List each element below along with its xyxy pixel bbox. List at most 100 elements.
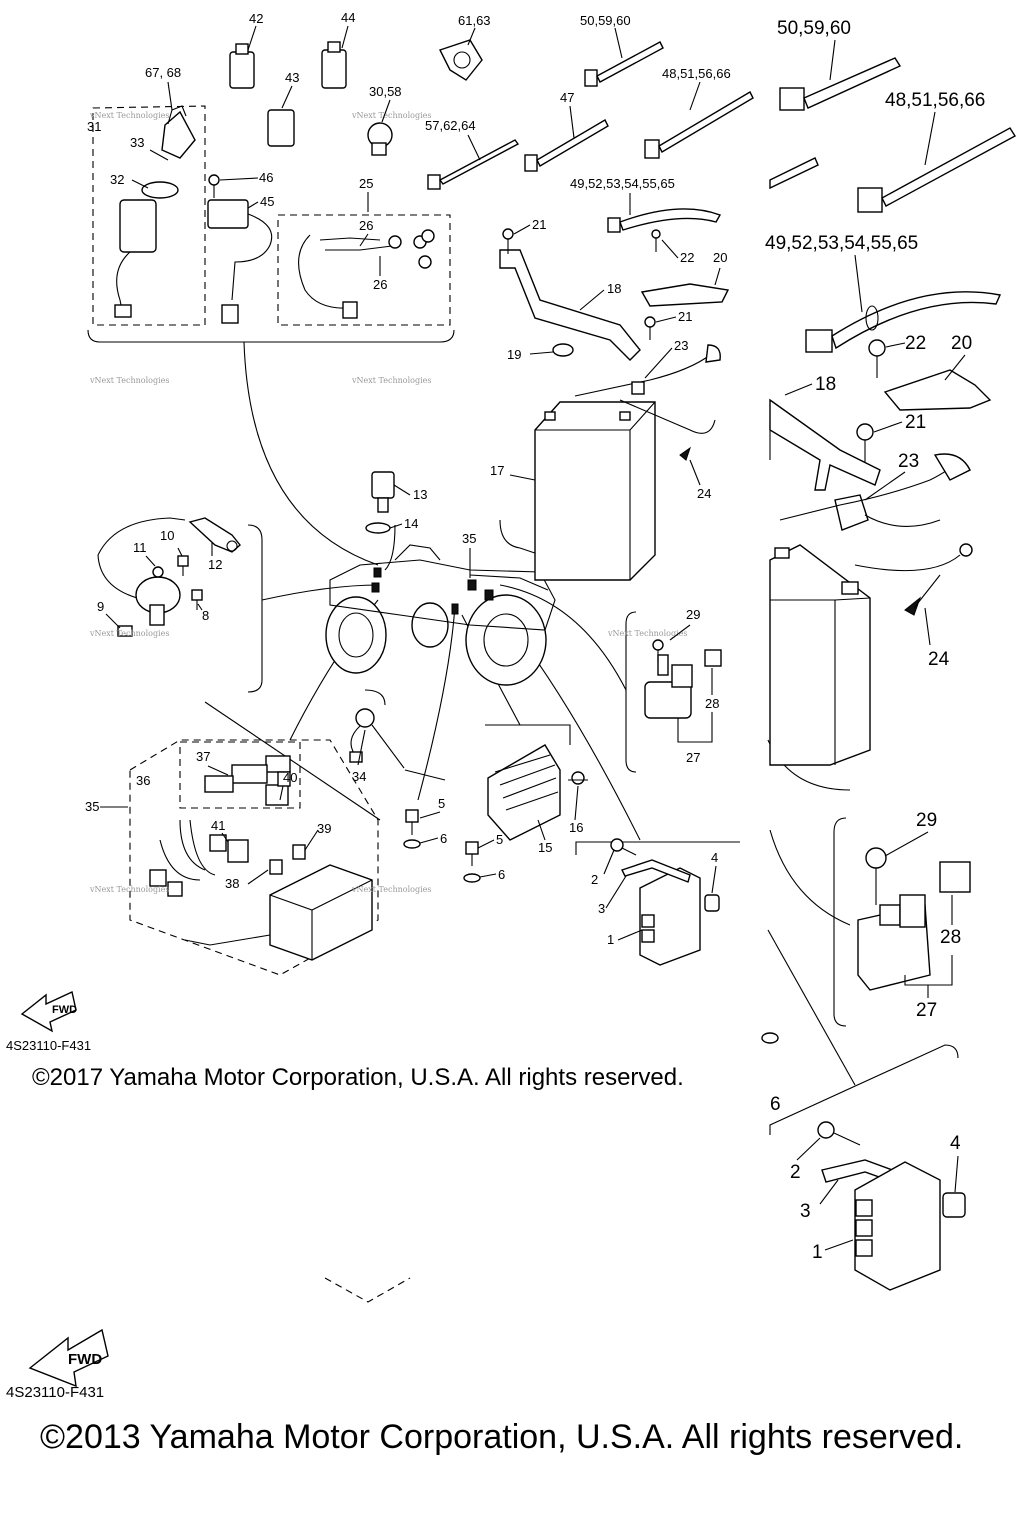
- bolt-16-icon: [568, 771, 588, 785]
- atv-silhouette: [325, 544, 556, 686]
- part-label: 57,62,64: [425, 118, 476, 133]
- part-label: 37: [196, 749, 210, 764]
- part-label: 27: [916, 1000, 937, 1021]
- part-label: 44: [341, 10, 355, 25]
- cdi-unit-1-icon: [639, 867, 701, 966]
- part-label: 16: [569, 820, 583, 835]
- part-label: 1: [812, 1242, 823, 1263]
- enlarged-leader-cdi: [767, 929, 856, 1086]
- bracket-upper-left: [87, 329, 455, 343]
- battery-bracket-18-large-icon: [769, 398, 881, 491]
- part-label: 48,51,56,66: [885, 90, 985, 111]
- cable-tie-47-small-icon: [524, 119, 609, 172]
- coupler-44-icon: [321, 41, 347, 89]
- leader-switch-to-atv: [243, 341, 379, 566]
- part-label: 10: [160, 528, 174, 543]
- part-label: 5: [496, 832, 503, 847]
- relay-27-large-icon: [857, 861, 971, 991]
- part-label: 4: [711, 850, 718, 865]
- fwd-label: FWD: [52, 1004, 77, 1016]
- part-label: 23: [674, 338, 688, 353]
- part-label: 41: [211, 818, 225, 833]
- part-label: 21: [905, 412, 926, 433]
- part-label: 24: [697, 486, 711, 501]
- diagram-code-large: 4S23110-F431: [6, 1384, 105, 1401]
- part-label: 19: [507, 347, 521, 362]
- part-label: 35: [85, 799, 99, 814]
- part-label: 26: [359, 218, 373, 233]
- clamp-61-icon: [439, 39, 483, 81]
- copyright-notice-large: ©2013 Yamaha Motor Corporation, U.S.A. A…: [40, 1418, 964, 1456]
- part-label: 5: [438, 796, 445, 811]
- main-switch-key-icon: [161, 105, 196, 159]
- sensor-34-icon: [349, 708, 405, 769]
- bolt-21-large-icon: [856, 423, 874, 462]
- cable-tie-47-large-icon: [769, 157, 819, 190]
- enlarged-bracket-cdi: [769, 1044, 959, 1135]
- fuse-38-icon: [269, 859, 283, 875]
- part-label: 23: [898, 451, 919, 472]
- damper-19-icon: [552, 343, 574, 357]
- part-label: 50,59,60: [777, 18, 851, 39]
- sub-harness-group-box: [179, 741, 301, 809]
- sensor-13-icon: [371, 471, 395, 513]
- fwd-label-large: FWD: [68, 1351, 102, 1368]
- part-label: 22: [680, 250, 694, 265]
- bolt-29-icon: [652, 639, 664, 662]
- bracket-battery: [499, 519, 630, 576]
- leader-relay-to-atv: [261, 584, 379, 601]
- part-label: 40: [283, 770, 297, 785]
- bolt-10-icon: [177, 555, 189, 576]
- part-label: 21: [678, 309, 692, 324]
- part-label: 33: [130, 135, 144, 150]
- watermark: vNext Technologies: [351, 885, 431, 894]
- part-label: 27: [686, 750, 700, 765]
- bolt-21-icon: [502, 228, 656, 340]
- enlarged-bracket-relay: [833, 817, 847, 1027]
- part-label: 18: [815, 374, 836, 395]
- bracket-relay-left: [247, 524, 263, 693]
- cable-tie-48-small-icon: [644, 91, 754, 159]
- washer-6-large-icon: [761, 1032, 779, 1044]
- bracket-rectifier: [485, 724, 571, 745]
- part-label: 38: [225, 876, 239, 891]
- washer-11-icon: [152, 566, 164, 578]
- part-label: 39: [317, 821, 331, 836]
- part-label: 22: [905, 333, 926, 354]
- part-label: 35: [462, 531, 476, 546]
- fuse-box-group-box: [129, 739, 379, 976]
- battery-cover-20-icon: [640, 283, 730, 307]
- rectifier-15-icon: [487, 744, 561, 841]
- part-label: 17: [490, 463, 504, 478]
- part-label: 6: [770, 1094, 781, 1115]
- part-label: 24: [928, 649, 950, 670]
- leader-lines-large: [784, 39, 966, 1251]
- leader-sensor-to-atv: [384, 524, 396, 571]
- fuse-37-icon: [204, 764, 268, 793]
- screw-46-icon: [208, 174, 220, 198]
- part-label: 43: [285, 70, 299, 85]
- bracket-cdi: [575, 841, 740, 855]
- watermark: vNext Technologies: [351, 376, 431, 385]
- screw-2-icon: [610, 838, 637, 856]
- part-label: 3: [800, 1201, 811, 1222]
- battery-17-icon: [534, 401, 656, 581]
- part-label: 34: [352, 769, 366, 784]
- part-label: 25: [359, 176, 373, 191]
- part-label: 32: [110, 172, 124, 187]
- bracket-3-icon: [621, 859, 691, 883]
- leader-lines-small: [100, 25, 721, 941]
- washer-6-icon: [403, 839, 481, 883]
- part-label: 21: [532, 217, 546, 232]
- part-label: 45: [260, 194, 274, 209]
- fwd-arrow-large-icon: FWD: [28, 1328, 109, 1388]
- watermark: vNext Technologies: [351, 111, 431, 120]
- part-label: 12: [208, 557, 222, 572]
- battery-cover-20-large-icon: [883, 369, 992, 411]
- part-label: 4: [950, 1133, 961, 1154]
- part-label: 14: [404, 516, 418, 531]
- part-label: 30,58: [369, 84, 402, 99]
- cable-tie-57-small-icon: [427, 139, 520, 190]
